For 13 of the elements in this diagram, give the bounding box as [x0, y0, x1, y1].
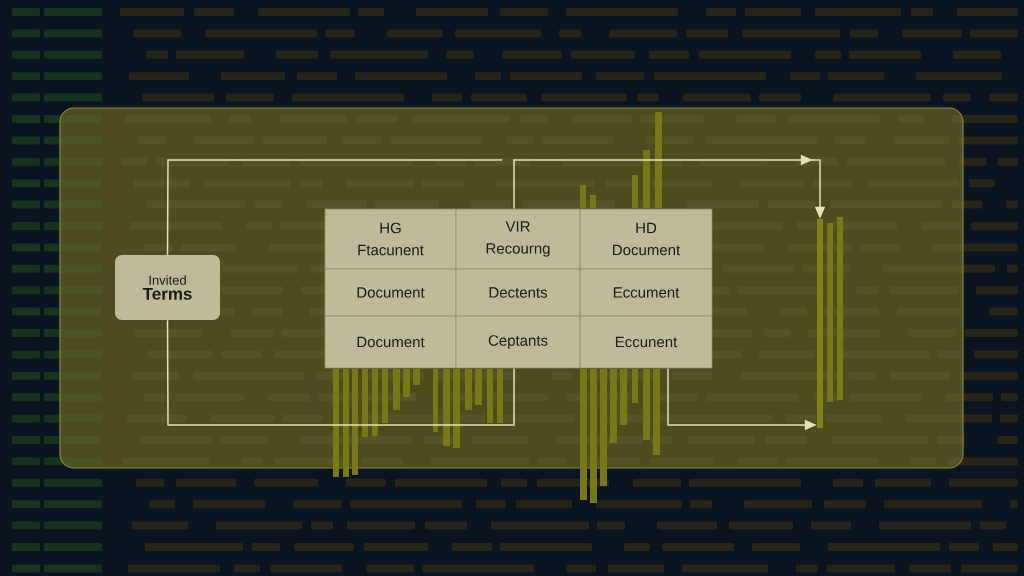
table-cell: VIR Recourng [455, 208, 581, 270]
table-cell: Dectents [455, 268, 581, 317]
table-cell: Eccunent [579, 315, 713, 369]
bar [817, 219, 823, 428]
table-cell: Ceptants [455, 315, 581, 369]
connector-line [166, 319, 515, 426]
table-cell: Eccument [579, 268, 713, 317]
term-box: Invited Terms [115, 255, 220, 320]
table-cell: HG Ftacunent [324, 208, 457, 270]
table-cell: Document [324, 268, 457, 317]
table-cell: HD Document [579, 208, 713, 270]
table-cell: Document [324, 315, 457, 369]
connector-line [166, 159, 503, 256]
